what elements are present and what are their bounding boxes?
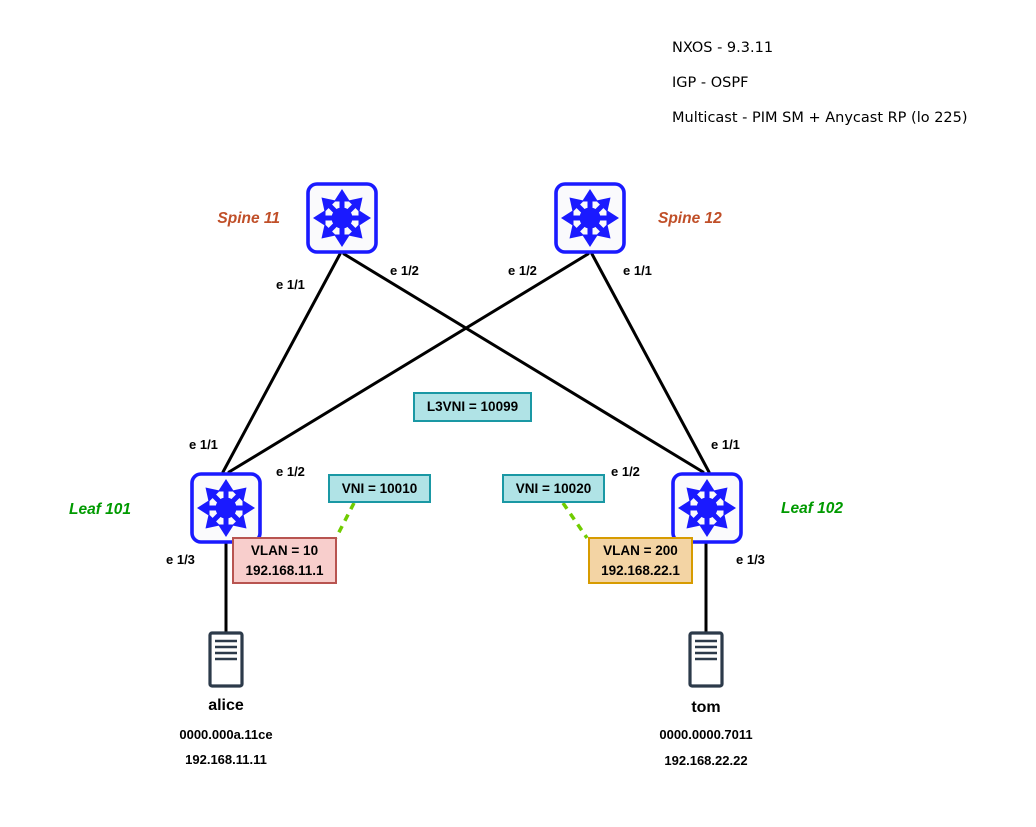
port-label-spine11-e1-2: e 1/2 — [390, 263, 419, 278]
port-label-spine12-e1-2: e 1/2 — [508, 263, 537, 278]
host-alice-mac: 0000.000a.11ce — [179, 727, 273, 742]
port-label-leaf102-e1-2: e 1/2 — [611, 464, 640, 479]
port-label-leaf101-e1-3: e 1/3 — [166, 552, 195, 567]
connector-vni10020-vlan200 — [561, 502, 589, 539]
info-nxos-version: NXOS - 9.3.11 — [672, 40, 774, 56]
host-alice-name: alice — [208, 697, 244, 714]
vni-10020-badge: VNI = 10020 — [502, 474, 605, 503]
host-tom-ip: 192.168.22.22 — [664, 753, 748, 768]
leaf102-switch-icon — [671, 472, 743, 544]
port-label-leaf101-e1-1: e 1/1 — [189, 437, 218, 452]
link-spine12-leaf102 — [590, 252, 711, 474]
spine11-switch-icon — [306, 182, 378, 254]
host-tom-mac: 0000.0000.7011 — [659, 727, 753, 742]
link-spine11-leaf102 — [342, 252, 705, 474]
vlan-200-gateway: 192.168.22.1 — [601, 562, 680, 578]
leaf101-switch-icon — [190, 472, 262, 544]
host-tom-name: tom — [691, 699, 721, 716]
leaf102-label: Leaf 102 — [781, 500, 844, 517]
vlan-10-badge: VLAN = 10 192.168.11.1 — [232, 537, 337, 584]
environment-info: NXOS - 9.3.11 IGP - OSPF Multicast - PIM… — [672, 31, 968, 136]
port-label-spine11-e1-1: e 1/1 — [276, 277, 305, 292]
host-alice-server-icon — [208, 631, 244, 688]
info-igp: IGP - OSPF — [672, 75, 749, 91]
leaf101-label: Leaf 101 — [69, 501, 132, 518]
l3vni-badge: L3VNI = 10099 — [413, 392, 532, 422]
link-spine11-leaf101 — [221, 252, 342, 474]
spine12-switch-icon — [554, 182, 626, 254]
link-spine12-leaf101 — [227, 252, 590, 474]
port-label-leaf101-e1-2: e 1/2 — [276, 464, 305, 479]
spine12-label: Spine 12 — [658, 210, 722, 227]
vlan-10-id: VLAN = 10 — [250, 542, 319, 558]
host-alice-ip: 192.168.11.11 — [185, 752, 267, 767]
vlan-200-id: VLAN = 200 — [603, 542, 678, 558]
vlan-200-badge: VLAN = 200 192.168.22.1 — [588, 537, 693, 584]
port-label-leaf102-e1-3: e 1/3 — [736, 552, 765, 567]
info-multicast: Multicast - PIM SM + Anycast RP (lo 225) — [672, 110, 968, 126]
vni-10010-badge: VNI = 10010 — [328, 474, 431, 503]
port-label-spine12-e1-1: e 1/1 — [623, 263, 652, 278]
host-tom-server-icon — [688, 631, 724, 688]
vlan-10-gateway: 192.168.11.1 — [245, 562, 324, 578]
spine11-label: Spine 11 — [217, 210, 280, 227]
port-label-leaf102-e1-1: e 1/1 — [711, 437, 740, 452]
connector-vni10010-vlan10 — [334, 502, 356, 539]
